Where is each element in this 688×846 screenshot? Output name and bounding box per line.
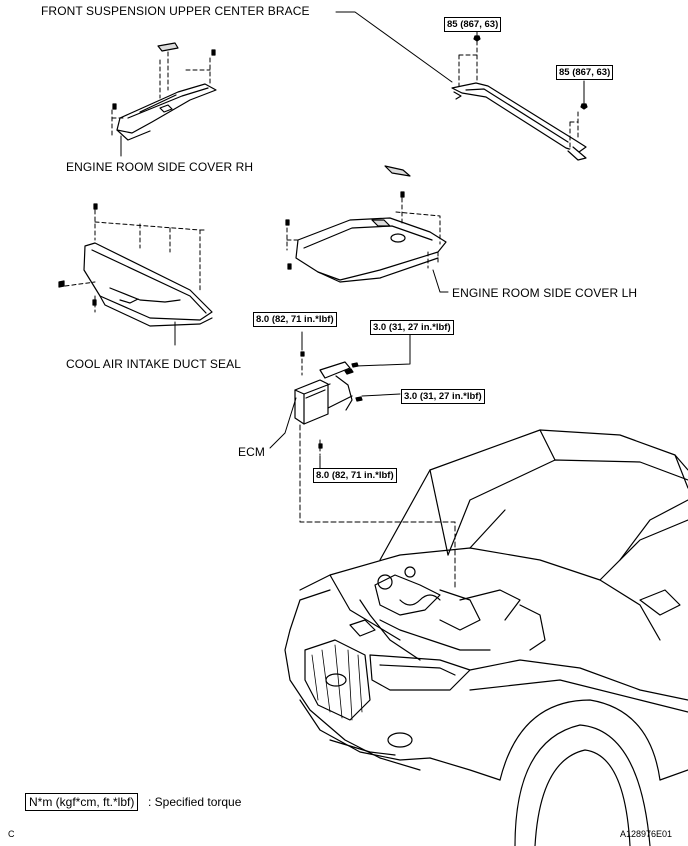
torque-spec-bracket-lower: 3.0 (31, 27 in.*lbf) [401,389,485,404]
engine-room-side-cover-rh [111,42,217,157]
cool-air-intake-duct-seal [58,203,213,346]
figure-id: A128976E01 [620,829,673,839]
ecm-label: ECM [238,445,265,459]
page-code-left: C [8,829,15,839]
torque-spec-brace-left: 85 (867, 63) [444,17,502,32]
upper-center-brace [335,11,588,161]
legend-unit-box: N*m (kgf*cm, ft.*lbf) [25,793,139,811]
cover-rh-label: ENGINE ROOM SIDE COVER RH [66,160,254,174]
vehicle-illustration [284,429,688,846]
torque-spec-ecm-top: 8.0 (82, 71 in.*lbf) [253,312,337,327]
engine-room-side-cover-lh [285,165,449,293]
ecm-assembly [269,331,411,471]
legend-description: : Specified torque [148,795,242,809]
brace-label: FRONT SUSPENSION UPPER CENTER BRACE [41,4,310,18]
duct-seal-label: COOL AIR INTAKE DUCT SEAL [66,357,241,371]
torque-spec-bracket-upper: 3.0 (31, 27 in.*lbf) [370,320,454,335]
ecm-location-leader [299,424,456,589]
cover-lh-label: ENGINE ROOM SIDE COVER LH [452,286,638,300]
torque-spec-ecm-bottom: 8.0 (82, 71 in.*lbf) [313,468,397,483]
torque-spec-brace-right: 85 (867, 63) [556,65,614,80]
